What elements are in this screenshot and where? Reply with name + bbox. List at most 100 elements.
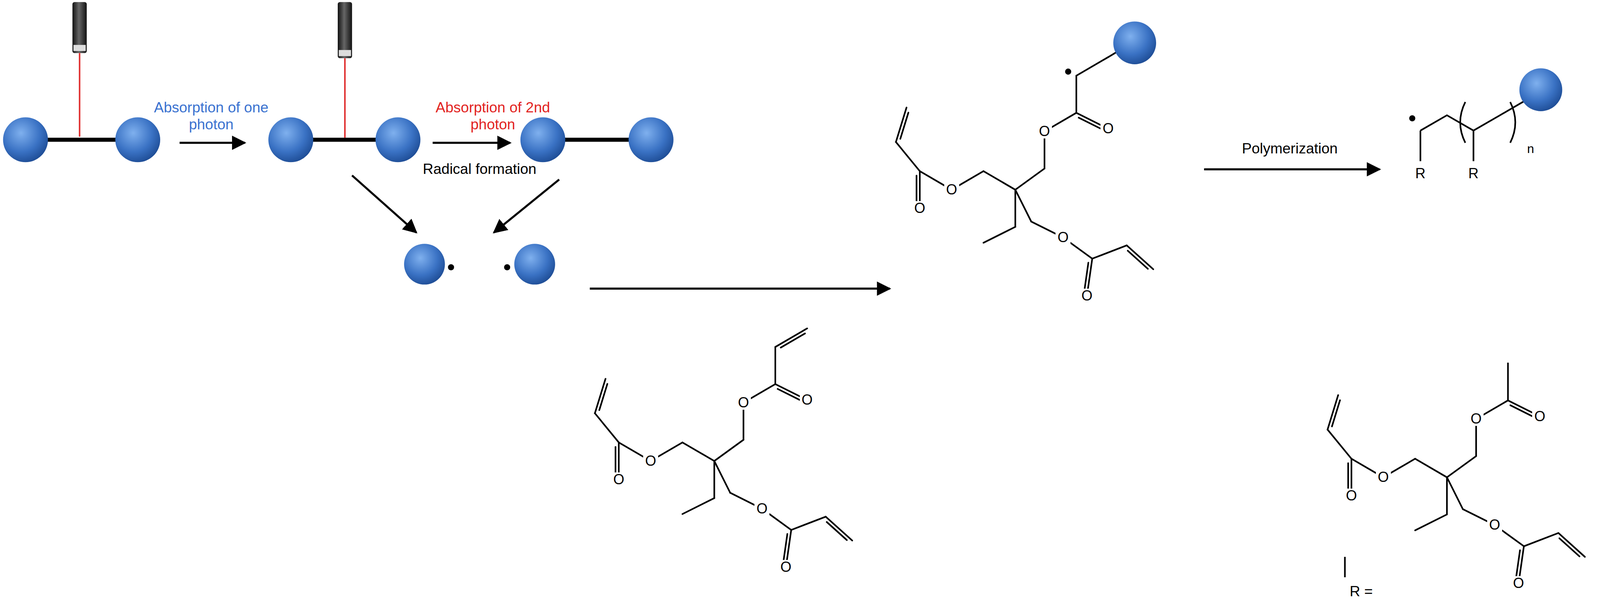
atom-label: O (1079, 288, 1095, 304)
bond (1126, 245, 1154, 270)
initiator-ball (1519, 68, 1563, 112)
atom-label: O (944, 182, 960, 197)
step-label: Absorption of one photon (145, 99, 277, 133)
arrow (179, 142, 246, 145)
initiator-ball (115, 117, 161, 163)
bond (1092, 245, 1127, 259)
bond (1523, 533, 1559, 547)
atom-label: O (611, 472, 627, 487)
atom-label: R (1413, 166, 1428, 181)
bond (1419, 130, 1422, 162)
atom-label: R (1466, 166, 1481, 181)
bond (682, 442, 715, 462)
bond (682, 498, 715, 515)
atom-label: O (778, 560, 794, 575)
atom-label: O (1532, 409, 1548, 424)
bond (1015, 168, 1045, 190)
bond (614, 447, 617, 476)
bond (826, 522, 847, 541)
laser (72, 1, 87, 53)
laser-tip (338, 50, 352, 57)
bond (983, 226, 1016, 243)
bond (1015, 189, 1032, 222)
radical-dot (447, 264, 455, 271)
repeat-bracket (1460, 102, 1466, 143)
bond (1558, 533, 1585, 558)
atom-label: O (1468, 411, 1484, 427)
bond (983, 171, 1016, 190)
radical-ball (514, 243, 555, 285)
bond (777, 389, 802, 402)
step-label: Absorption of 2nd photon (427, 99, 558, 133)
bond (714, 439, 744, 462)
laser-tip (73, 44, 86, 52)
polymer-chain (1420, 101, 1525, 131)
bond (1084, 262, 1089, 292)
initiator-ball (520, 117, 566, 163)
atom-label: O (912, 201, 928, 216)
bond (791, 516, 826, 531)
step-label: Polymerization (1241, 140, 1338, 158)
radical-dot (1064, 68, 1072, 75)
bond (1510, 405, 1535, 418)
radical-dot (504, 264, 511, 271)
bond (1327, 429, 1352, 459)
substituent-tick (1343, 557, 1346, 578)
bond (774, 347, 777, 385)
laser-beam (78, 53, 81, 137)
bond (1075, 75, 1078, 113)
atom-label: O (643, 454, 659, 469)
laser-beam (344, 58, 346, 138)
bond (713, 461, 715, 499)
step-label: Radical formation (422, 160, 537, 178)
atom-label: O (754, 501, 770, 517)
bond (1472, 130, 1475, 162)
bond (780, 333, 805, 349)
bond (599, 383, 608, 410)
repeat-bracket (1510, 102, 1516, 143)
radical-dot (1409, 115, 1416, 122)
initiator-ball (268, 117, 314, 163)
initiator-ball (1113, 21, 1157, 65)
bond (1414, 514, 1447, 531)
bond (1014, 189, 1017, 227)
atom-label: O (1343, 488, 1359, 504)
bond (783, 534, 788, 563)
radical-ball (404, 243, 445, 285)
bond (1559, 538, 1580, 557)
bond (714, 461, 730, 494)
bond (1347, 463, 1350, 493)
bond (825, 516, 853, 541)
bond (595, 413, 620, 443)
atom-label: O (1511, 576, 1527, 591)
atom-label: O (1487, 518, 1503, 533)
bond (1446, 456, 1477, 478)
initiator-ball (375, 117, 421, 163)
atom-label: O (735, 395, 751, 410)
initiator-ball (3, 117, 49, 163)
repeat-index: n (1527, 141, 1535, 157)
bond (775, 328, 808, 348)
bond (1446, 477, 1463, 510)
arrow (432, 142, 511, 145)
atom-label: O (1036, 124, 1052, 139)
laser (337, 1, 352, 59)
atom-label: O (1100, 121, 1116, 136)
arrow (494, 179, 560, 233)
bond (1507, 363, 1509, 401)
bond (1515, 550, 1520, 579)
initiator-ball (628, 117, 674, 163)
bond (1076, 57, 1109, 76)
bond (1446, 477, 1448, 515)
atom-label: O (1375, 470, 1391, 485)
arrow (1204, 168, 1380, 171)
bond (1414, 458, 1447, 478)
step-label: R = (1349, 583, 1374, 601)
arrow (351, 175, 417, 233)
arrow (589, 287, 890, 290)
bond (1127, 250, 1148, 270)
bond (896, 142, 921, 172)
bond (915, 175, 918, 204)
atom-label: O (1055, 230, 1071, 245)
